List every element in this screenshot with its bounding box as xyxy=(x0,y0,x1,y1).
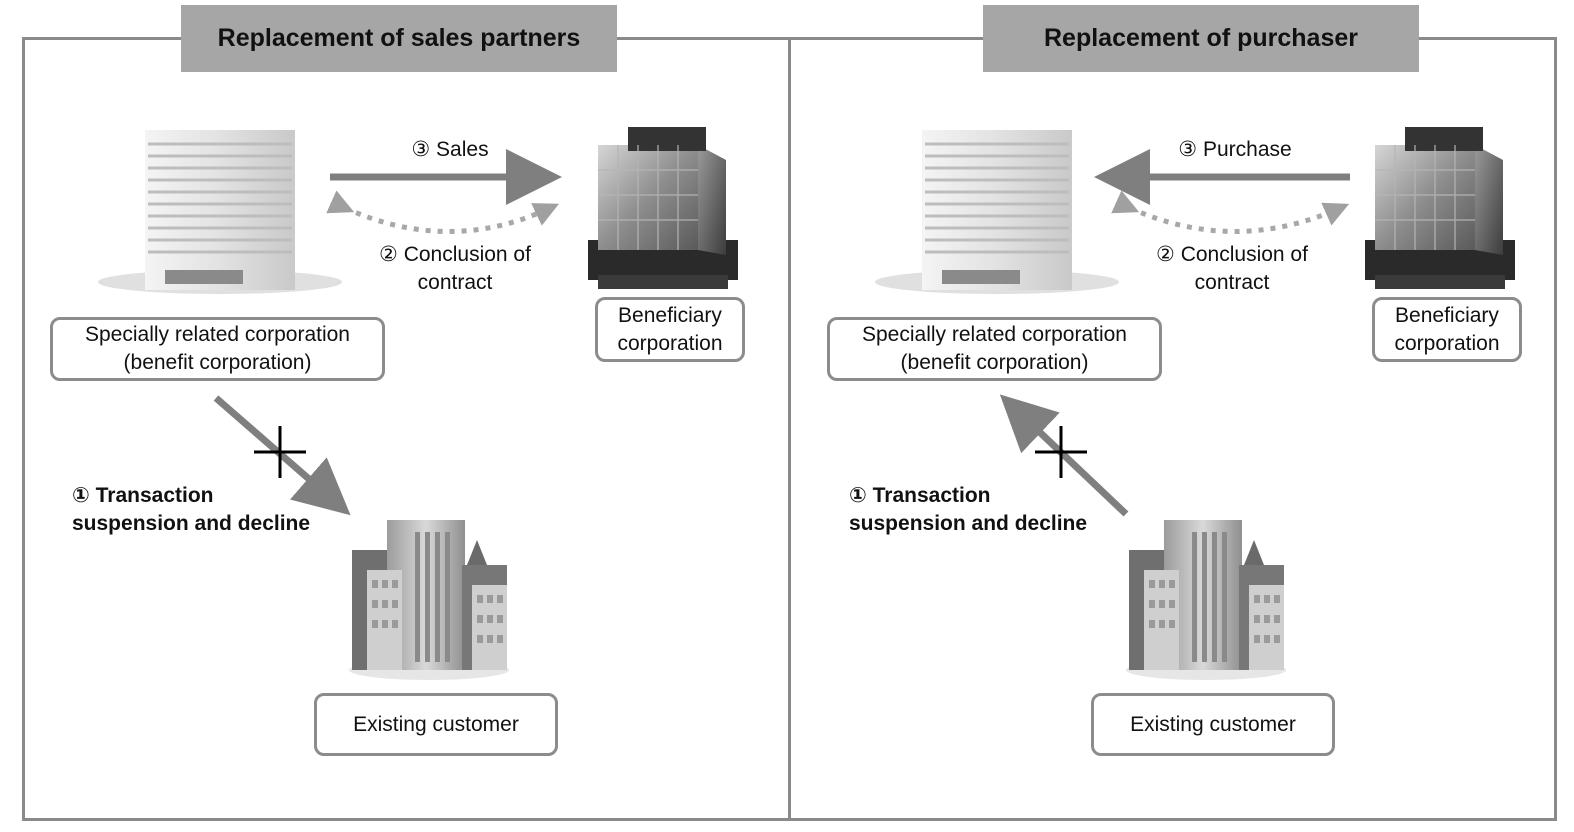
special-corporation-box: Specially related corporation (benefit c… xyxy=(827,317,1162,381)
step1-line1: ① Transaction xyxy=(849,484,991,507)
step2-line2: contract xyxy=(417,271,493,294)
transaction-arrow xyxy=(999,394,1129,517)
beneficiary-line1: Beneficiary xyxy=(1395,303,1499,327)
special-corporation-line1: Specially related corporation xyxy=(862,323,1127,346)
office-building-icon xyxy=(875,130,1119,294)
step3-label: ③ Sales xyxy=(411,138,489,161)
contract-dotted-curve xyxy=(326,190,560,234)
step2-label: ② Conclusion of contract xyxy=(1127,241,1337,297)
left-panel-title: Replacement of sales partners xyxy=(181,5,617,72)
existing-customer-label: Existing customer xyxy=(1130,712,1296,736)
city-buildings-icon xyxy=(349,520,509,680)
step2-line1: ② Conclusion of xyxy=(1156,243,1308,266)
office-building-icon xyxy=(98,130,342,294)
existing-customer-box: Existing customer xyxy=(1091,693,1335,756)
beneficiary-line2: corporation xyxy=(617,331,723,355)
cross-mark-icon xyxy=(254,426,306,478)
step3-label: ③ Purchase xyxy=(1178,138,1292,161)
glass-tower-icon xyxy=(588,127,738,289)
step1-line1: ① Transaction xyxy=(72,484,214,507)
step1-line2: suspension and decline xyxy=(72,512,311,535)
right-panel-title: Replacement of purchaser xyxy=(983,5,1419,72)
glass-tower-icon xyxy=(1365,127,1515,289)
city-buildings-icon xyxy=(1126,520,1286,680)
step2-label: ② Conclusion of contract xyxy=(350,241,560,297)
step1-label: ① Transaction suspension and decline xyxy=(72,482,362,538)
existing-customer-label: Existing customer xyxy=(353,712,519,736)
special-corporation-line1: Specially related corporation xyxy=(85,323,350,346)
beneficiary-corporation-box: Beneficiary corporation xyxy=(1372,297,1522,362)
step1-line2: suspension and decline xyxy=(849,512,1088,535)
special-corporation-line2: (benefit corporation) xyxy=(900,351,1089,374)
existing-customer-box: Existing customer xyxy=(314,693,558,756)
beneficiary-line2: corporation xyxy=(1394,331,1500,355)
beneficiary-corporation-box: Beneficiary corporation xyxy=(595,297,745,362)
special-corporation-line2: (benefit corporation) xyxy=(123,351,312,374)
step2-line1: ② Conclusion of xyxy=(379,243,531,266)
step1-label: ① Transaction suspension and decline xyxy=(849,482,1139,538)
beneficiary-line1: Beneficiary xyxy=(618,303,722,327)
cross-mark-icon xyxy=(1035,426,1087,478)
contract-dotted-curve xyxy=(1111,190,1350,234)
step2-line2: contract xyxy=(1194,271,1270,294)
special-corporation-box: Specially related corporation (benefit c… xyxy=(50,317,385,381)
